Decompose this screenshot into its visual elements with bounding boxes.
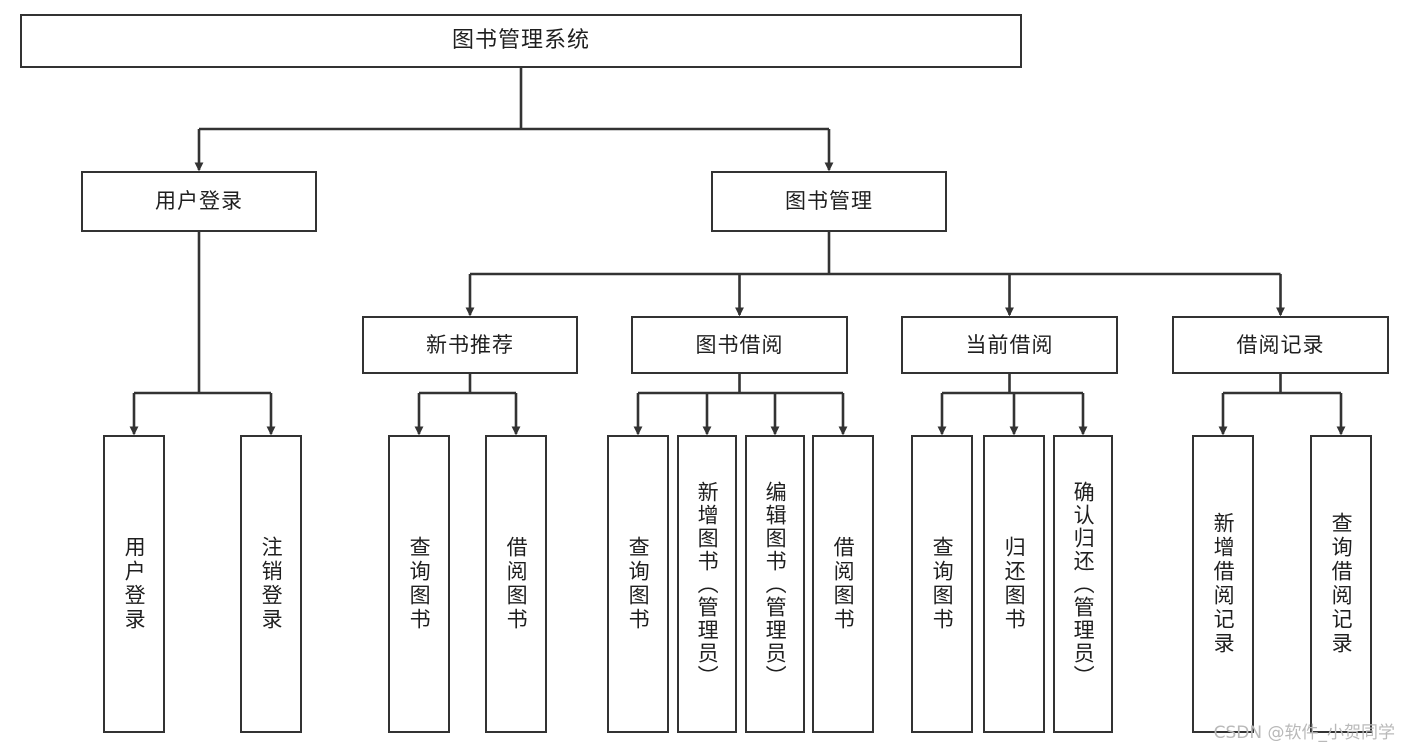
node-l8[interactable]: 借阅图书 xyxy=(812,435,874,733)
node-l2[interactable]: 注销登录 xyxy=(240,435,302,733)
node-label: 新增图书（管理员） xyxy=(695,480,720,688)
node-l6[interactable]: 新增图书（管理员） xyxy=(677,435,737,733)
node-label: 注销登录 xyxy=(259,536,284,632)
node-label: 图书管理系统 xyxy=(451,28,590,54)
node-newrec[interactable]: 新书推荐 xyxy=(362,316,578,374)
node-label: 用户登录 xyxy=(155,189,243,214)
node-l12[interactable]: 新增借阅记录 xyxy=(1192,435,1254,733)
node-current[interactable]: 当前借阅 xyxy=(901,316,1118,374)
node-records[interactable]: 借阅记录 xyxy=(1172,316,1389,374)
node-label: 查询借阅记录 xyxy=(1329,512,1354,656)
node-label: 确认归还（管理员） xyxy=(1071,480,1096,688)
node-label: 当前借阅 xyxy=(965,332,1054,357)
node-label: 图书借阅 xyxy=(695,332,784,357)
node-label: 借阅图书 xyxy=(831,536,856,632)
node-label: 借阅图书 xyxy=(504,536,529,632)
watermark-text: CSDN @软件_小贺同学 xyxy=(1213,723,1395,743)
node-label: 用户登录 xyxy=(122,536,147,632)
node-label: 查询图书 xyxy=(930,536,955,632)
node-borrow[interactable]: 图书借阅 xyxy=(631,316,848,374)
node-login[interactable]: 用户登录 xyxy=(81,171,317,232)
node-l4[interactable]: 借阅图书 xyxy=(485,435,547,733)
node-l13[interactable]: 查询借阅记录 xyxy=(1310,435,1372,733)
node-l3[interactable]: 查询图书 xyxy=(388,435,450,733)
node-label: 借阅记录 xyxy=(1236,332,1325,357)
node-label: 编辑图书（管理员） xyxy=(763,480,788,688)
node-l11[interactable]: 确认归还（管理员） xyxy=(1053,435,1113,733)
node-label: 图书管理 xyxy=(785,189,873,214)
node-label: 查询图书 xyxy=(626,536,651,632)
node-root[interactable]: 图书管理系统 xyxy=(20,14,1022,68)
node-l5[interactable]: 查询图书 xyxy=(607,435,669,733)
node-label: 新增借阅记录 xyxy=(1211,512,1236,656)
node-l7[interactable]: 编辑图书（管理员） xyxy=(745,435,805,733)
node-label: 新书推荐 xyxy=(426,332,514,357)
node-bookmgmt[interactable]: 图书管理 xyxy=(711,171,947,232)
node-label: 归还图书 xyxy=(1002,536,1027,632)
node-l1[interactable]: 用户登录 xyxy=(103,435,165,733)
node-l9[interactable]: 查询图书 xyxy=(911,435,973,733)
node-label: 查询图书 xyxy=(407,536,432,632)
node-l10[interactable]: 归还图书 xyxy=(983,435,1045,733)
